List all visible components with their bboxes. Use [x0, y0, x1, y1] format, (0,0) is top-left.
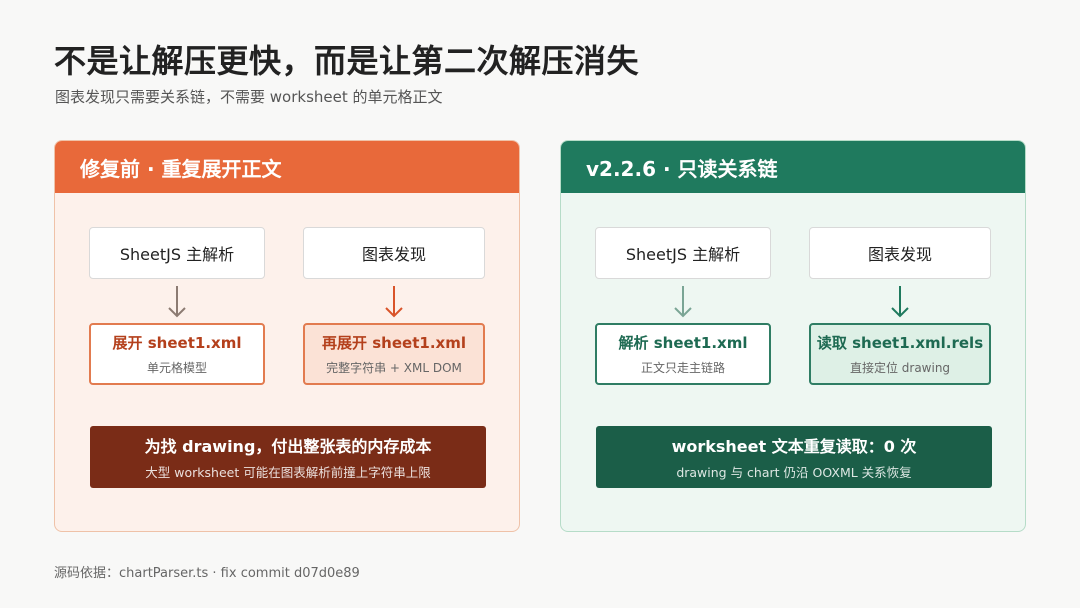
expand-sheet-title: 展开 sheet1.xml: [112, 334, 242, 352]
chart-discovery-box: 图表发现: [809, 227, 991, 279]
re-expand-sheet-title: 再展开 sheet1.xml: [322, 334, 466, 352]
expand-sheet-sub: 单元格模型: [146, 361, 207, 375]
before-fix-header: 修复前 · 重复展开正文: [55, 141, 519, 193]
before-fix-panel: 修复前 · 重复展开正文 SheetJS 主解析 图表发现 展开 sheet1.…: [54, 140, 520, 532]
chart-discovery-label: 图表发现: [361, 245, 426, 264]
arrow-down-icon: [891, 286, 909, 318]
expand-sheet-box: 展开 sheet1.xml 单元格模型: [89, 323, 265, 385]
sheetjs-main-parse-label: SheetJS 主解析: [119, 245, 235, 264]
memory-cost-title: 为找 drawing，付出整张表的内存成本: [144, 437, 432, 456]
arrow-down-icon: [168, 286, 186, 318]
sheetjs-main-parse-box: SheetJS 主解析: [595, 227, 771, 279]
read-rels-sub: 直接定位 drawing: [849, 361, 951, 375]
sheetjs-main-parse-label: SheetJS 主解析: [625, 245, 741, 264]
zero-reread-sub: drawing 与 chart 仍沿 OOXML 关系恢复: [676, 465, 912, 480]
re-expand-sheet-sub: 完整字符串 + XML DOM: [326, 361, 462, 375]
arrow-down-icon: [385, 286, 403, 318]
chart-discovery-label: 图表发现: [867, 245, 932, 264]
after-fix-panel: v2.2.6 · 只读关系链 SheetJS 主解析 图表发现 解析 sheet…: [560, 140, 1026, 532]
parse-sheet-title: 解析 sheet1.xml: [618, 334, 748, 352]
page-subtitle: 图表发现只需要关系链，不需要 worksheet 的单元格正文: [55, 88, 443, 106]
memory-cost-sub: 大型 worksheet 可能在图表解析前撞上字符串上限: [145, 465, 431, 480]
read-rels-title: 读取 sheet1.xml.rels: [816, 334, 984, 352]
source-note: 源码依据：chartParser.ts · fix commit d07d0e8…: [54, 566, 360, 581]
after-fix-header: v2.2.6 · 只读关系链: [561, 141, 1025, 193]
memory-cost-banner: 为找 drawing，付出整张表的内存成本 大型 worksheet 可能在图表…: [90, 426, 486, 488]
parse-sheet-sub: 正文只走主链路: [640, 361, 725, 375]
page-title: 不是让解压更快，而是让第二次解压消失: [54, 42, 640, 80]
zero-reread-title: worksheet 文本重复读取：0 次: [671, 437, 917, 456]
arrow-down-icon: [674, 286, 692, 318]
chart-discovery-box: 图表发现: [303, 227, 485, 279]
parse-sheet-box: 解析 sheet1.xml 正文只走主链路: [595, 323, 771, 385]
sheetjs-main-parse-box: SheetJS 主解析: [89, 227, 265, 279]
re-expand-sheet-box: 再展开 sheet1.xml 完整字符串 + XML DOM: [303, 323, 485, 385]
read-rels-box: 读取 sheet1.xml.rels 直接定位 drawing: [809, 323, 991, 385]
zero-reread-banner: worksheet 文本重复读取：0 次 drawing 与 chart 仍沿 …: [596, 426, 992, 488]
